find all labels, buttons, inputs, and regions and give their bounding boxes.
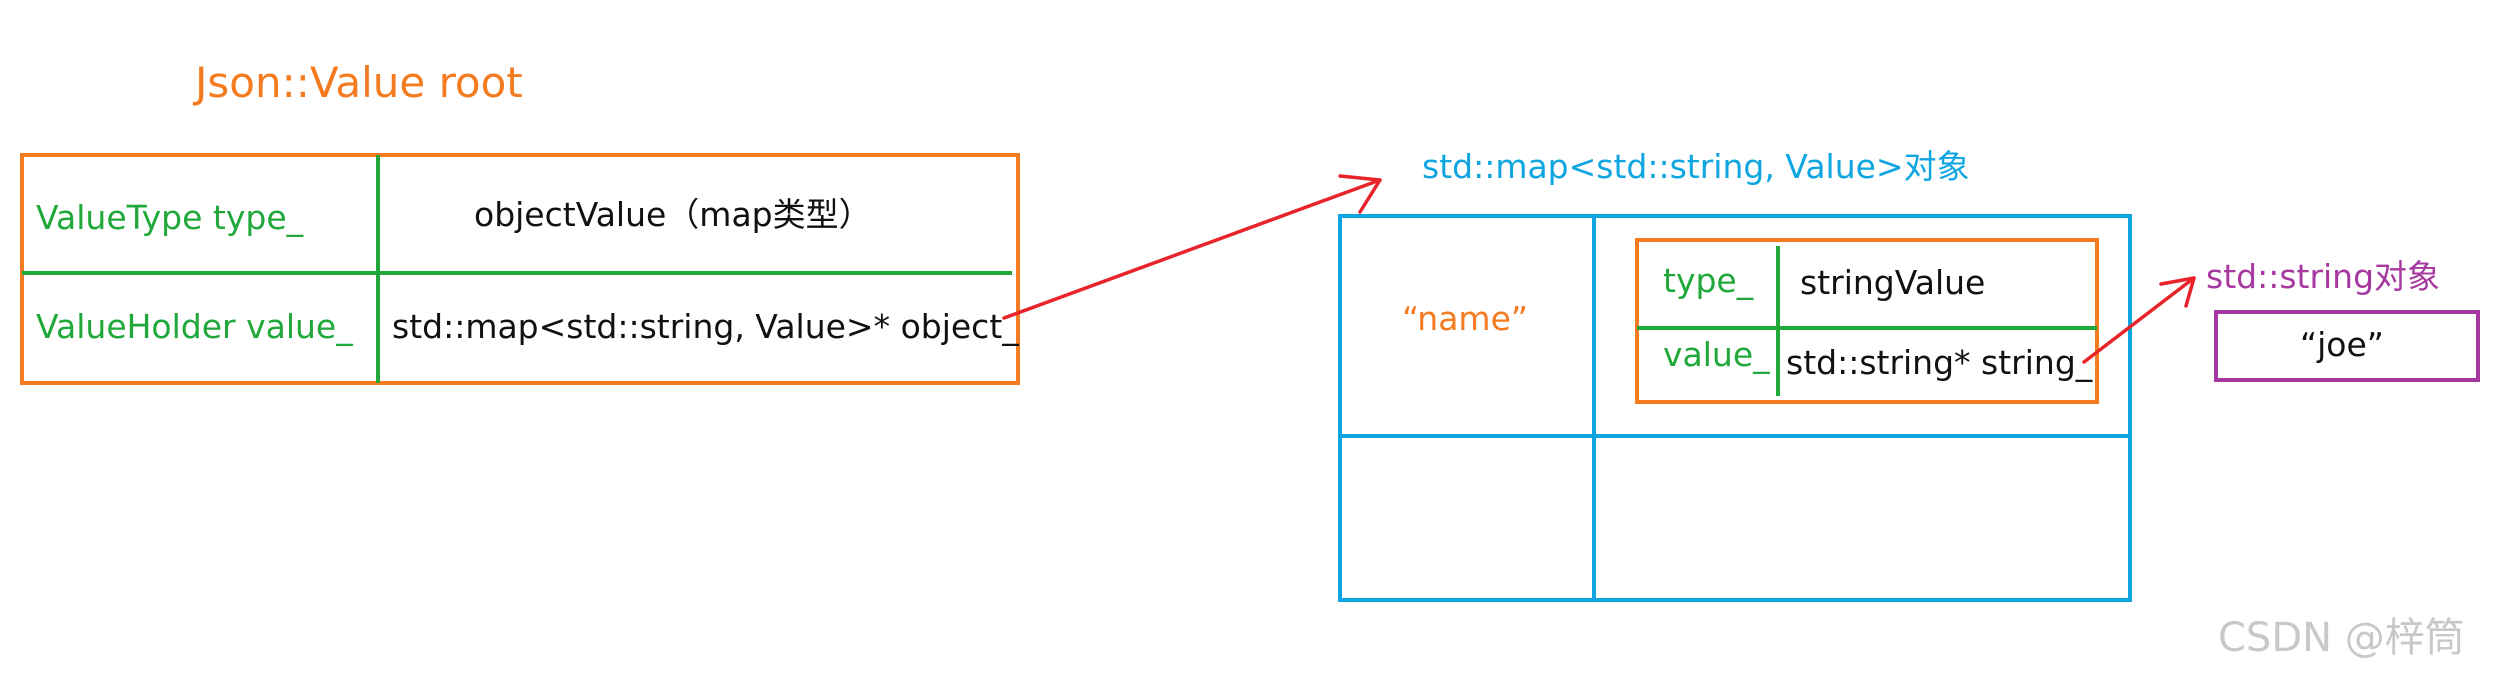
entry-box-border [1635, 238, 2099, 404]
map-key-name: “name” [1402, 299, 1528, 338]
root-title: Json::Value root [195, 58, 523, 107]
arrow-object-to-map-head [1338, 174, 1382, 214]
root-box-border [20, 153, 1020, 385]
string-box-border [2214, 310, 2480, 382]
root-row-1-value: objectValue（map类型） [474, 195, 872, 234]
root-box [20, 153, 1020, 385]
map-box-border [1338, 214, 2132, 602]
entry-box [1635, 238, 2099, 404]
root-row-1-field: ValueType type_ [36, 198, 304, 237]
arrow-string-to-object-shaft [2082, 276, 2196, 364]
string-object-value: “joe” [2300, 325, 2384, 364]
arrow-object-to-map [1002, 174, 1382, 320]
root-row-2-field: ValueHolder value_ [36, 307, 353, 346]
string-object-title: std::string对象 [2206, 257, 2441, 296]
map-box [1338, 214, 2132, 602]
map-title: std::map<std::string, Value>对象 [1422, 147, 1970, 186]
entry-row-2-value: std::string* string_ [1786, 343, 2093, 382]
arrow-string-to-object-head [2159, 276, 2196, 308]
entry-row-1-field: type_ [1663, 261, 1754, 300]
root-row-2-value: std::map<std::string, Value>* object_ [392, 307, 1019, 346]
arrow-object-to-map-shaft [1002, 178, 1382, 320]
watermark: CSDN @梓筒 [2218, 615, 2465, 661]
entry-row-1-value: stringValue [1800, 263, 1986, 302]
entry-row-2-field: value_ [1663, 335, 1770, 374]
arrow-string-to-object [2082, 276, 2196, 364]
